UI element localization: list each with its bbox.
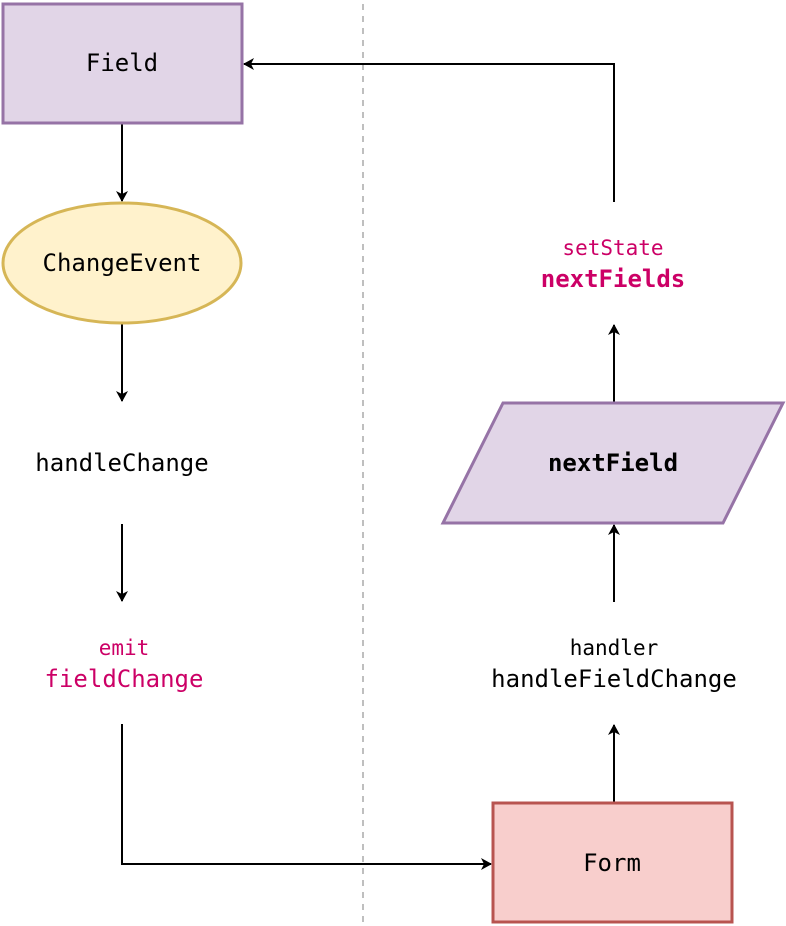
form-node: Form [491, 801, 734, 924]
emit-node: emit fieldChange [45, 636, 204, 693]
set-state-label: setState [562, 236, 663, 260]
change-event-label: ChangeEvent [43, 249, 202, 277]
next-field-label: nextField [548, 449, 678, 477]
handler-label: handler [570, 636, 659, 660]
emit-label: emit [99, 636, 150, 660]
handle-change-label: handleChange [35, 449, 208, 477]
field-box [1, 2, 244, 125]
field-node: Field [1, 2, 244, 125]
set-state-value: nextFields [541, 265, 686, 293]
handle-change-node: handleChange [35, 449, 208, 477]
edge-emit-to-form [121, 724, 492, 870]
emit-event-name: fieldChange [45, 665, 204, 693]
set-state-node: setState nextFields [541, 236, 686, 293]
edge-setstate-to-field [243, 58, 615, 202]
form-box [491, 801, 734, 924]
handler-node: handler handleFieldChange [491, 636, 737, 693]
change-event-node: ChangeEvent [1, 201, 243, 325]
next-field-node: nextField [440, 401, 786, 525]
field-label: Field [86, 49, 158, 77]
form-label: Form [583, 849, 641, 877]
change-event-ellipse [1, 201, 243, 325]
next-field-parallelogram [440, 401, 786, 525]
handler-function-name: handleFieldChange [491, 665, 737, 693]
